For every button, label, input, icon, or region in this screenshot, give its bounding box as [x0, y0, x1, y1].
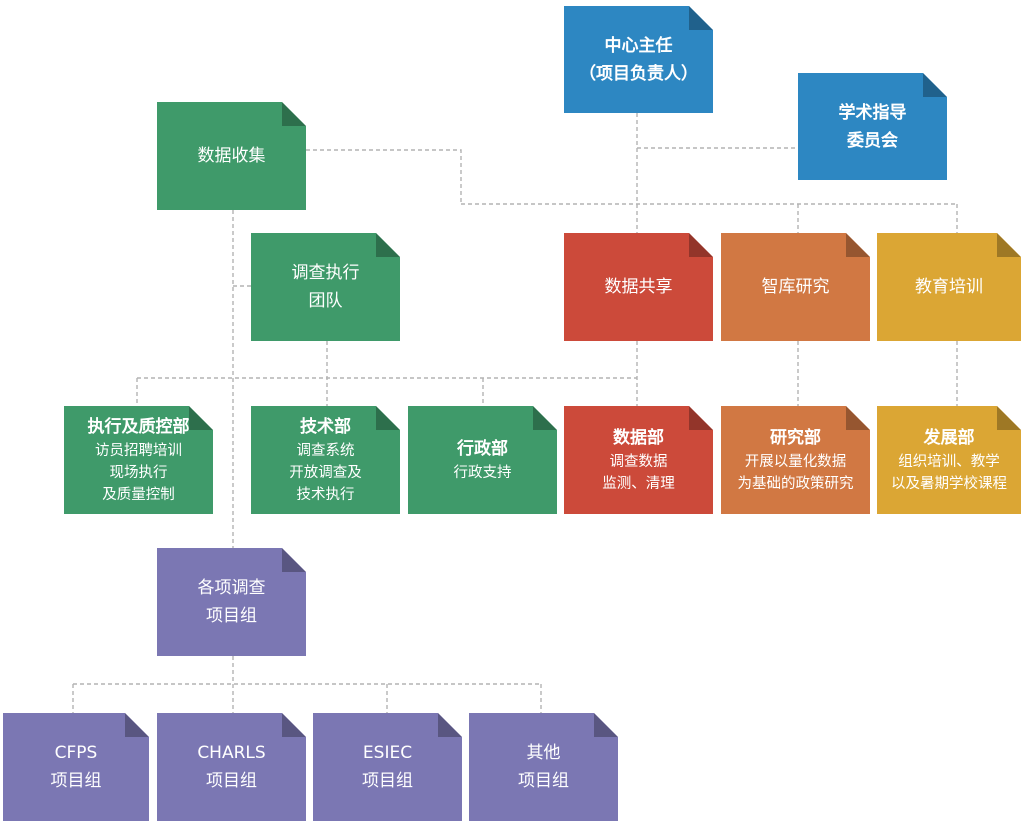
node-description-line: 调查数据 [609, 454, 668, 470]
node-other-group: 其他项目组 [469, 713, 618, 821]
node-survey-groups: 各项调查项目组 [157, 548, 306, 656]
node-title: 发展部 [923, 428, 975, 448]
node-label-line: 中心主任 [604, 35, 673, 56]
node-title: 行政部 [457, 439, 508, 459]
node-survey-team: 调查执行团队 [251, 233, 400, 341]
node-label-line: 数据共享 [604, 277, 673, 297]
node-label-line: CFPS [54, 743, 98, 763]
node-description-line: 为基础的政策研究 [737, 476, 854, 492]
node-label-line: 智库研究 [761, 277, 830, 297]
node-label-line: 各项调查 [197, 578, 266, 598]
node-data-sharing: 数据共享 [564, 233, 713, 341]
node-description-line: 技术执行 [296, 487, 355, 503]
node-esiec-group: ESIEC 项目组 [313, 713, 462, 821]
node-label-line: 项目组 [50, 771, 102, 791]
node-think-tank: 智库研究 [721, 233, 870, 341]
node-description-line: 监测、清理 [602, 476, 675, 492]
node-description-line: 开展以量化数据 [744, 454, 847, 470]
node-label-line: 项目组 [206, 771, 257, 791]
node-title: 数据部 [613, 428, 664, 448]
node-label-line: 学术指导 [838, 102, 907, 123]
node-label-line: CHARLS [197, 743, 266, 763]
node-title: 执行及质控部 [87, 417, 190, 437]
node-center-director: 中心主任 （项目负责人） [564, 6, 713, 113]
node-description-line: 行政支持 [453, 465, 512, 481]
node-development-dept: 发展部组织培训、教学以及暑期学校课程 [877, 406, 1021, 514]
connector-collection-link [306, 149, 462, 204]
node-label-line: 委员会 [847, 130, 898, 151]
node-label-line: 项目组 [518, 771, 569, 791]
node-cfps-group: CFPS 项目组 [3, 713, 149, 821]
node-charls-group: CHARLS 项目组 [157, 713, 306, 821]
node-description-line: 调查系统 [296, 443, 355, 459]
node-description-line: 开放调查及 [289, 465, 362, 481]
node-description-line: 组织培训、教学 [898, 454, 1000, 470]
node-label-line: 项目组 [206, 606, 257, 626]
node-title: 研究部 [770, 428, 821, 448]
node-label-line: 数据收集 [197, 146, 266, 166]
node-description-line: 及质量控制 [102, 487, 175, 503]
node-label-line: 项目组 [362, 771, 413, 791]
node-description-line: 现场执行 [109, 465, 168, 481]
node-research-dept: 研究部开展以量化数据为基础的政策研究 [721, 406, 870, 514]
node-label-line: （项目负责人） [579, 63, 698, 84]
node-education-training: 教育培训 [877, 233, 1021, 341]
node-label-line: 教育培训 [915, 277, 983, 297]
node-description-line: 访员招聘培训 [95, 443, 182, 459]
node-admin-dept: 行政部行政支持 [408, 406, 557, 514]
node-execution-qc-dept: 执行及质控部访员招聘培训现场执行及质量控制 [64, 406, 213, 514]
node-label-line: 团队 [308, 291, 343, 311]
node-academic-committee: 学术指导委员会 [798, 73, 947, 180]
node-data-collection: 数据收集 [157, 102, 306, 210]
node-label-line: 其他 [526, 743, 561, 763]
node-tech-dept: 技术部调查系统开放调查及技术执行 [251, 406, 400, 514]
node-label-line: 调查执行 [291, 263, 360, 283]
node-label-line: ESIEC [362, 743, 413, 763]
node-title: 技术部 [300, 417, 351, 437]
node-description-line: 以及暑期学校课程 [891, 476, 1007, 492]
node-data-dept: 数据部调查数据监测、清理 [564, 406, 713, 514]
